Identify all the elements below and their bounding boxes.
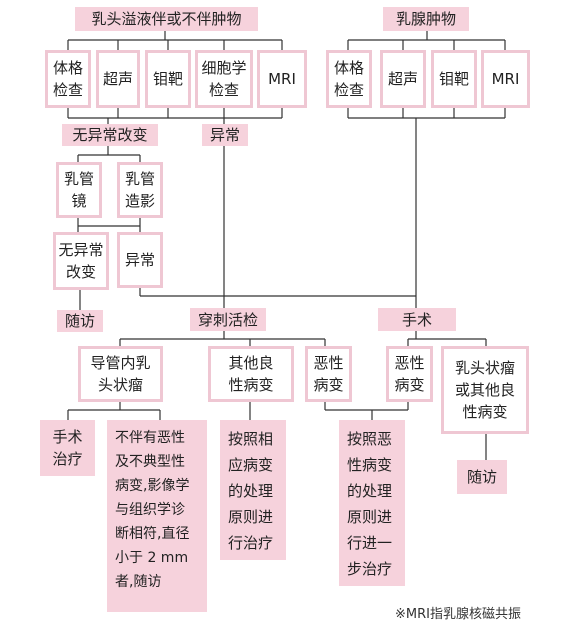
node-other-benign: 其他良 性病变 <box>208 346 294 402</box>
node-ductography: 乳管 造影 <box>117 162 163 218</box>
node-abnormal-2: 异常 <box>117 232 163 288</box>
node-follow-up-1-label: 随访 <box>64 312 95 330</box>
node-intraductal-papilloma-label: 导管内乳 头状瘤 <box>90 354 151 394</box>
node-no-abnormal-2: 无异常 改变 <box>53 232 109 290</box>
node-exam-physical-left-label: 体格 检查 <box>52 59 83 99</box>
node-root-left: 乳头溢液伴或不伴肿物 <box>75 7 258 31</box>
node-exam-physical-left: 体格 检查 <box>45 50 91 108</box>
node-intraductal-papilloma: 导管内乳 头状瘤 <box>78 346 163 402</box>
node-exam-mammography-right-label: 钼靶 <box>438 70 469 88</box>
node-exam-ultrasound-right: 超声 <box>380 50 426 108</box>
node-no-abnormal-label: 无异常改变 <box>72 126 148 144</box>
footnote: ※MRI指乳腺核磁共振 <box>395 607 521 622</box>
node-other-benign-label: 其他良 性病变 <box>228 354 274 394</box>
node-papillary-other-benign: 乳头状瘤 或其他良 性病变 <box>441 346 529 434</box>
node-exam-cytology-left-label: 细胞学 检查 <box>201 59 247 99</box>
node-ductoscope: 乳管 镜 <box>56 162 102 218</box>
node-exam-ultrasound-right-label: 超声 <box>387 70 418 88</box>
node-surgery-label: 手术 <box>401 310 432 329</box>
node-follow-up-1: 随访 <box>57 310 103 332</box>
node-exam-ultrasound-left: 超声 <box>96 50 140 108</box>
node-exam-mri-right-label: MRI <box>491 70 520 88</box>
node-biopsy-label: 穿刺活检 <box>197 310 258 329</box>
node-exam-mri-left: MRI <box>257 50 307 108</box>
node-exam-mammography-right: 钼靶 <box>431 50 477 108</box>
node-ductography-label: 乳管 造影 <box>124 170 155 210</box>
node-abnormal-1: 异常 <box>202 124 248 146</box>
node-surgical-treatment-label: 手术 治疗 <box>52 428 83 468</box>
node-root-left-label: 乳头溢液伴或不伴肿物 <box>91 10 242 28</box>
node-exam-mri-left-label: MRI <box>268 70 296 88</box>
node-papillary-other-benign-label: 乳头状瘤 或其他良 性病变 <box>454 359 515 421</box>
node-root-right: 乳腺肿物 <box>383 7 469 31</box>
node-exam-ultrasound-left-label: 超声 <box>102 70 133 88</box>
node-follow-up-2-label: 随访 <box>466 468 497 486</box>
node-follow-up-2: 随访 <box>457 460 507 494</box>
node-no-malignancy-follow-up: 不伴有恶性 及不典型性 病变,影像学 与组织学诊 断相符,直径 小于 2 mm … <box>107 420 207 612</box>
node-malignant-2-label: 恶性 病变 <box>394 354 425 394</box>
node-malignant-1: 恶性 病变 <box>305 346 352 402</box>
node-malignant-1-label: 恶性 病变 <box>313 354 344 394</box>
node-no-abnormal-2-label: 无异常 改变 <box>58 241 104 281</box>
node-exam-mri-right: MRI <box>481 50 530 108</box>
node-surgical-treatment: 手术 治疗 <box>40 420 95 476</box>
node-root-right-label: 乳腺肿物 <box>395 10 456 28</box>
node-treat-benign-label: 按照相 应病变 的处理 原则进 行治疗 <box>228 430 274 552</box>
node-exam-cytology-left: 细胞学 检查 <box>195 50 253 108</box>
node-exam-physical-right-label: 体格 检查 <box>333 59 364 99</box>
node-malignant-2: 恶性 病变 <box>386 346 433 402</box>
node-biopsy: 穿刺活检 <box>190 308 266 331</box>
node-abnormal-1-label: 异常 <box>209 126 240 144</box>
node-exam-mammography-left: 钼靶 <box>145 50 191 108</box>
node-no-abnormal: 无异常改变 <box>62 124 158 146</box>
node-no-malignancy-follow-up-label: 不伴有恶性 及不典型性 病变,影像学 与组织学诊 断相符,直径 小于 2 mm … <box>115 430 190 590</box>
node-treat-malignant-label: 按照恶 性病变 的处理 原则进 行进一 步治疗 <box>347 430 393 578</box>
node-exam-physical-right: 体格 检查 <box>326 50 372 108</box>
node-abnormal-2-label: 异常 <box>124 251 155 269</box>
node-treat-malignant: 按照恶 性病变 的处理 原则进 行进一 步治疗 <box>339 420 405 586</box>
node-surgery: 手术 <box>378 308 456 331</box>
node-ductoscope-label: 乳管 镜 <box>63 170 94 210</box>
node-treat-benign: 按照相 应病变 的处理 原则进 行治疗 <box>220 420 286 560</box>
node-exam-mammography-left-label: 钼靶 <box>152 70 183 88</box>
